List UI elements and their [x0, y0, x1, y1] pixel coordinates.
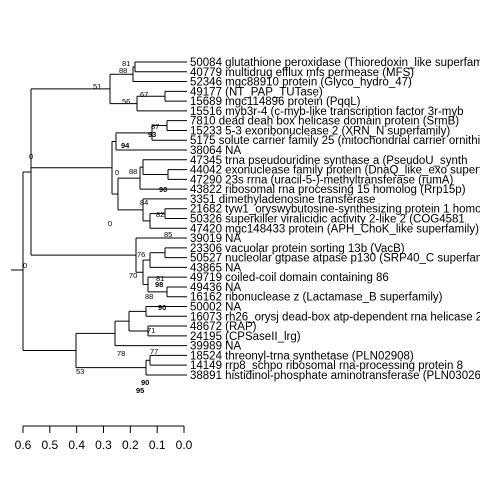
- support-value: 56: [122, 97, 130, 106]
- support-value: 70: [129, 271, 137, 280]
- support-value: 90: [158, 303, 166, 312]
- support-value: 98: [155, 280, 163, 289]
- leaf-label: 23306 vacuolar protein sorting 13b (VacB…: [190, 243, 405, 255]
- leaf-label: 50326 superkiller viralicidic activity 2…: [190, 213, 465, 225]
- x-axis-tick-label: 0.0: [176, 438, 193, 452]
- leaf-label: 38064 NA: [190, 145, 241, 157]
- support-value: 88: [119, 66, 127, 75]
- support-value: 53: [76, 367, 84, 376]
- x-axis-tick-label: 0.2: [122, 438, 139, 452]
- leaf-label: 18524 threonyl-trna synthetase (PLN02908…: [190, 350, 414, 362]
- tree-branches: [11, 61, 187, 376]
- leaf-label: 43865 NA: [190, 262, 241, 274]
- leaf-label: 50084 glutathione peroxidase (Thioredoxi…: [190, 57, 480, 69]
- support-value: 84: [140, 198, 148, 207]
- support-value: 67: [140, 90, 148, 99]
- leaf-label: 47290 23s rrna (uracil-5-)-methyltransfe…: [190, 174, 453, 186]
- support-value: 93: [148, 130, 156, 139]
- leaf-label: 43822 ribosomal rna processing 15 homolo…: [190, 184, 466, 196]
- support-value: 71: [147, 326, 155, 335]
- leaf-label: 47420 mgc148433 protein (APH_ChoK_like s…: [190, 223, 479, 235]
- support-value: 77: [150, 347, 158, 356]
- support-value: 81: [122, 59, 130, 68]
- leaf-label: 39019 NA: [190, 233, 241, 245]
- leaf-label: 3351 dimethyladenosine transferase: [190, 194, 375, 206]
- leaf-label: 44042 exonuclease family protein (DnaQ_l…: [190, 165, 480, 177]
- leaf-label: 49436 NA: [190, 282, 241, 294]
- leaf-label: 49177 (NT_PAP_TUTase): [190, 86, 323, 98]
- leaf-label: 7810 dead deah box helicase domain prote…: [190, 116, 459, 128]
- support-value: 81: [156, 274, 164, 283]
- support-value: 76: [137, 250, 145, 259]
- leaf-label: 15689 mgc114896 protein (PqqL): [190, 96, 361, 108]
- leaf-label: 5175 solute carrier family 25 (mitochond…: [190, 135, 480, 147]
- x-axis: 0.6 0.5 0.4 0.3 0.2 0.1 0.0: [15, 425, 193, 452]
- support-value: 94: [121, 141, 130, 150]
- support-value: 51: [93, 82, 101, 91]
- leaf-label: 48672 (RAP): [190, 321, 257, 333]
- leaf-label: 50002 NA: [190, 302, 241, 314]
- leaf-label: 15516 myb3r-4 (c-myb-like transcription …: [190, 106, 464, 118]
- support-value: 78: [117, 349, 125, 358]
- support-value: 85: [164, 230, 172, 239]
- support-value: 0: [108, 219, 112, 228]
- leaf-label: 24195 (CPSaseII_lrg): [190, 331, 301, 343]
- leaf-label: 50527 nucleolar gtpase atpase p130 (SRP4…: [190, 253, 480, 265]
- leaf-label: 38891 histidinol-phosphate aminotransfer…: [190, 370, 480, 382]
- leaf-label: 40779 multidrug efflux mfs permease (MFS…: [190, 67, 414, 79]
- support-value: 88: [145, 292, 153, 301]
- support-value: 0: [115, 168, 119, 177]
- leaf-labels: 50084 glutathione peroxidase (Thioredoxi…: [190, 57, 480, 382]
- support-value: 95: [136, 386, 144, 395]
- support-value: 87: [151, 122, 159, 131]
- leaf-label: 49719 coiled-coil domain containing 86: [190, 272, 389, 284]
- x-axis-tick-label: 0.3: [95, 438, 112, 452]
- leaf-label: 16073 rh26_orysj dead-box atp-dependent …: [190, 311, 480, 323]
- x-axis-tick-label: 0.5: [41, 438, 58, 452]
- leaf-label: 52346 mgc88910 protein (Glyco_hydro_47): [190, 77, 412, 89]
- x-axis-tick-label: 0.4: [68, 438, 85, 452]
- leaf-label: 21682 tyw1_oryswybutosine-synthesizing p…: [190, 204, 480, 216]
- leaf-label: 14149 rrp8_schpo ribosomal rna-processin…: [190, 360, 463, 372]
- support-value: 0: [29, 152, 33, 161]
- support-value: 82: [156, 210, 164, 219]
- leaf-label: 16162 ribonuclease z (Lactamase_B superf…: [190, 292, 443, 304]
- support-value: 0: [23, 261, 27, 270]
- leaf-label: 39989 NA: [190, 341, 241, 353]
- leaf-label: 47345 trna pseudouridine synthase a (Pse…: [190, 155, 467, 167]
- support-value: 88: [129, 167, 137, 176]
- x-axis-tick-label: 0.6: [15, 438, 32, 452]
- support-value: 90: [141, 378, 149, 387]
- x-axis-tick-label: 0.1: [149, 438, 166, 452]
- support-value: 90: [159, 185, 167, 194]
- leaf-label: 15233 5-3 exoribonuclease 2 (XRN_N super…: [190, 125, 450, 137]
